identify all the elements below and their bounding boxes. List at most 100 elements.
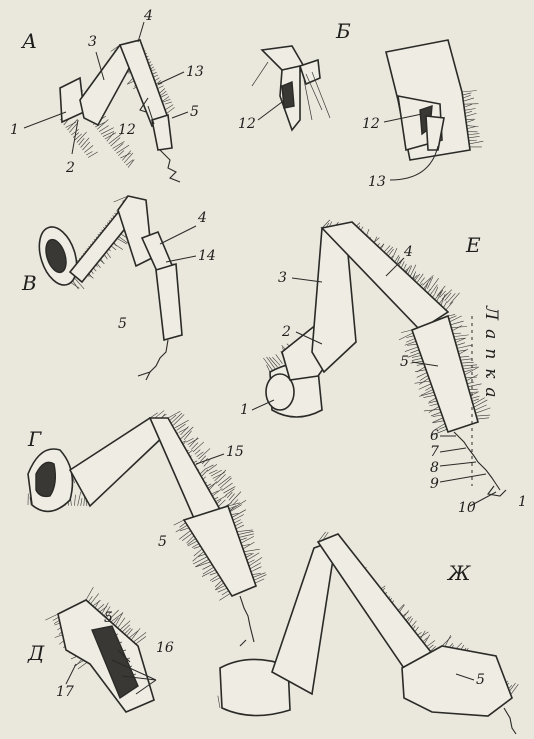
leg-drawing-b-right <box>386 40 470 160</box>
bristle <box>429 404 438 406</box>
callout-e-9: 9 <box>430 476 439 492</box>
callout-b-13: 13 <box>368 174 386 190</box>
callout-v-14: 14 <box>198 248 216 264</box>
callout-d-5: 5 <box>104 610 113 626</box>
callout-a-3: 3 <box>88 34 97 50</box>
bristle <box>195 450 200 455</box>
bristle <box>78 492 81 506</box>
bristle <box>197 452 204 457</box>
bristle <box>471 396 479 398</box>
callout-a-1: 1 <box>10 122 19 138</box>
bristle <box>450 316 462 322</box>
bristle <box>81 138 90 148</box>
callout-v-4: 4 <box>197 210 207 226</box>
bristle <box>467 126 479 127</box>
bristle <box>461 359 472 360</box>
bristle <box>451 321 464 325</box>
bristle <box>248 560 255 563</box>
bristle <box>456 343 465 346</box>
bristle <box>236 525 244 529</box>
bristle <box>417 364 424 365</box>
bristle <box>464 370 473 372</box>
bristle <box>408 353 420 358</box>
tarsus-label: Лапка <box>481 305 501 407</box>
panel-label-g: Г <box>27 427 42 451</box>
bristle <box>442 637 451 646</box>
bristle <box>237 530 253 532</box>
panel-label-d: Д <box>27 641 45 665</box>
bristle <box>406 336 414 338</box>
panel-label-b: Б <box>335 19 351 43</box>
bristle <box>215 583 223 590</box>
bristle <box>122 151 131 161</box>
bristle <box>233 514 244 520</box>
bristle <box>206 465 214 469</box>
bristle <box>420 278 425 284</box>
bristle <box>88 152 98 158</box>
bristle <box>194 549 202 556</box>
bristle <box>468 136 479 137</box>
bristle <box>239 534 254 538</box>
bristle <box>453 333 461 334</box>
bristle <box>189 438 197 447</box>
bristle <box>120 621 130 630</box>
callout-a-4: 4 <box>143 8 153 24</box>
callout-e-2: 2 <box>281 324 291 340</box>
bristle <box>462 365 477 366</box>
bristle <box>476 415 490 416</box>
bristle <box>210 572 217 575</box>
callout-v-5: 5 <box>118 316 127 332</box>
panel-label-zh: Ж <box>446 561 471 585</box>
bristle <box>88 596 92 602</box>
bristle <box>425 387 432 391</box>
bristle <box>462 90 477 92</box>
bristle <box>465 111 472 113</box>
callout-a-13: 13 <box>186 64 204 80</box>
bristle <box>252 573 261 574</box>
bristle <box>232 510 246 518</box>
bristle <box>231 492 241 503</box>
callout-e-5: 5 <box>400 354 409 370</box>
bristle <box>128 160 134 168</box>
leg-drawing-zh <box>220 534 516 734</box>
bristle <box>176 525 188 532</box>
callout-e-7: 7 <box>430 444 439 460</box>
bristle <box>234 520 241 524</box>
bristle <box>477 418 489 419</box>
bristle <box>218 588 227 592</box>
bristle <box>412 358 422 360</box>
bristle <box>162 97 169 102</box>
bristle <box>406 339 415 343</box>
bristle <box>459 349 468 354</box>
callout-zh-5: 5 <box>476 672 485 688</box>
panel-label-e: Е <box>465 233 481 257</box>
bristle <box>75 495 76 506</box>
bristle <box>202 565 212 570</box>
bristle <box>115 612 123 626</box>
leg-drawing-a <box>60 40 180 182</box>
bristle <box>468 134 479 135</box>
bristle <box>448 314 455 316</box>
callout-e-1: 1 <box>240 402 249 418</box>
bristle <box>101 128 114 135</box>
bristle <box>238 531 254 534</box>
bristle <box>445 293 451 301</box>
callout-e-4: 4 <box>403 244 413 260</box>
bristle <box>174 520 184 525</box>
bristle <box>116 145 129 153</box>
bristle <box>447 293 455 302</box>
bristle <box>463 95 471 98</box>
bristle <box>180 528 189 531</box>
bristle <box>437 286 445 296</box>
bristle <box>454 335 469 337</box>
bristle <box>464 104 472 107</box>
bristle <box>460 356 469 357</box>
callout-d-17: 17 <box>56 684 74 700</box>
bristle <box>449 316 457 319</box>
bristle <box>410 350 419 353</box>
panel-label-a: А <box>20 29 37 53</box>
bristle <box>165 102 172 104</box>
bristle <box>410 265 416 277</box>
